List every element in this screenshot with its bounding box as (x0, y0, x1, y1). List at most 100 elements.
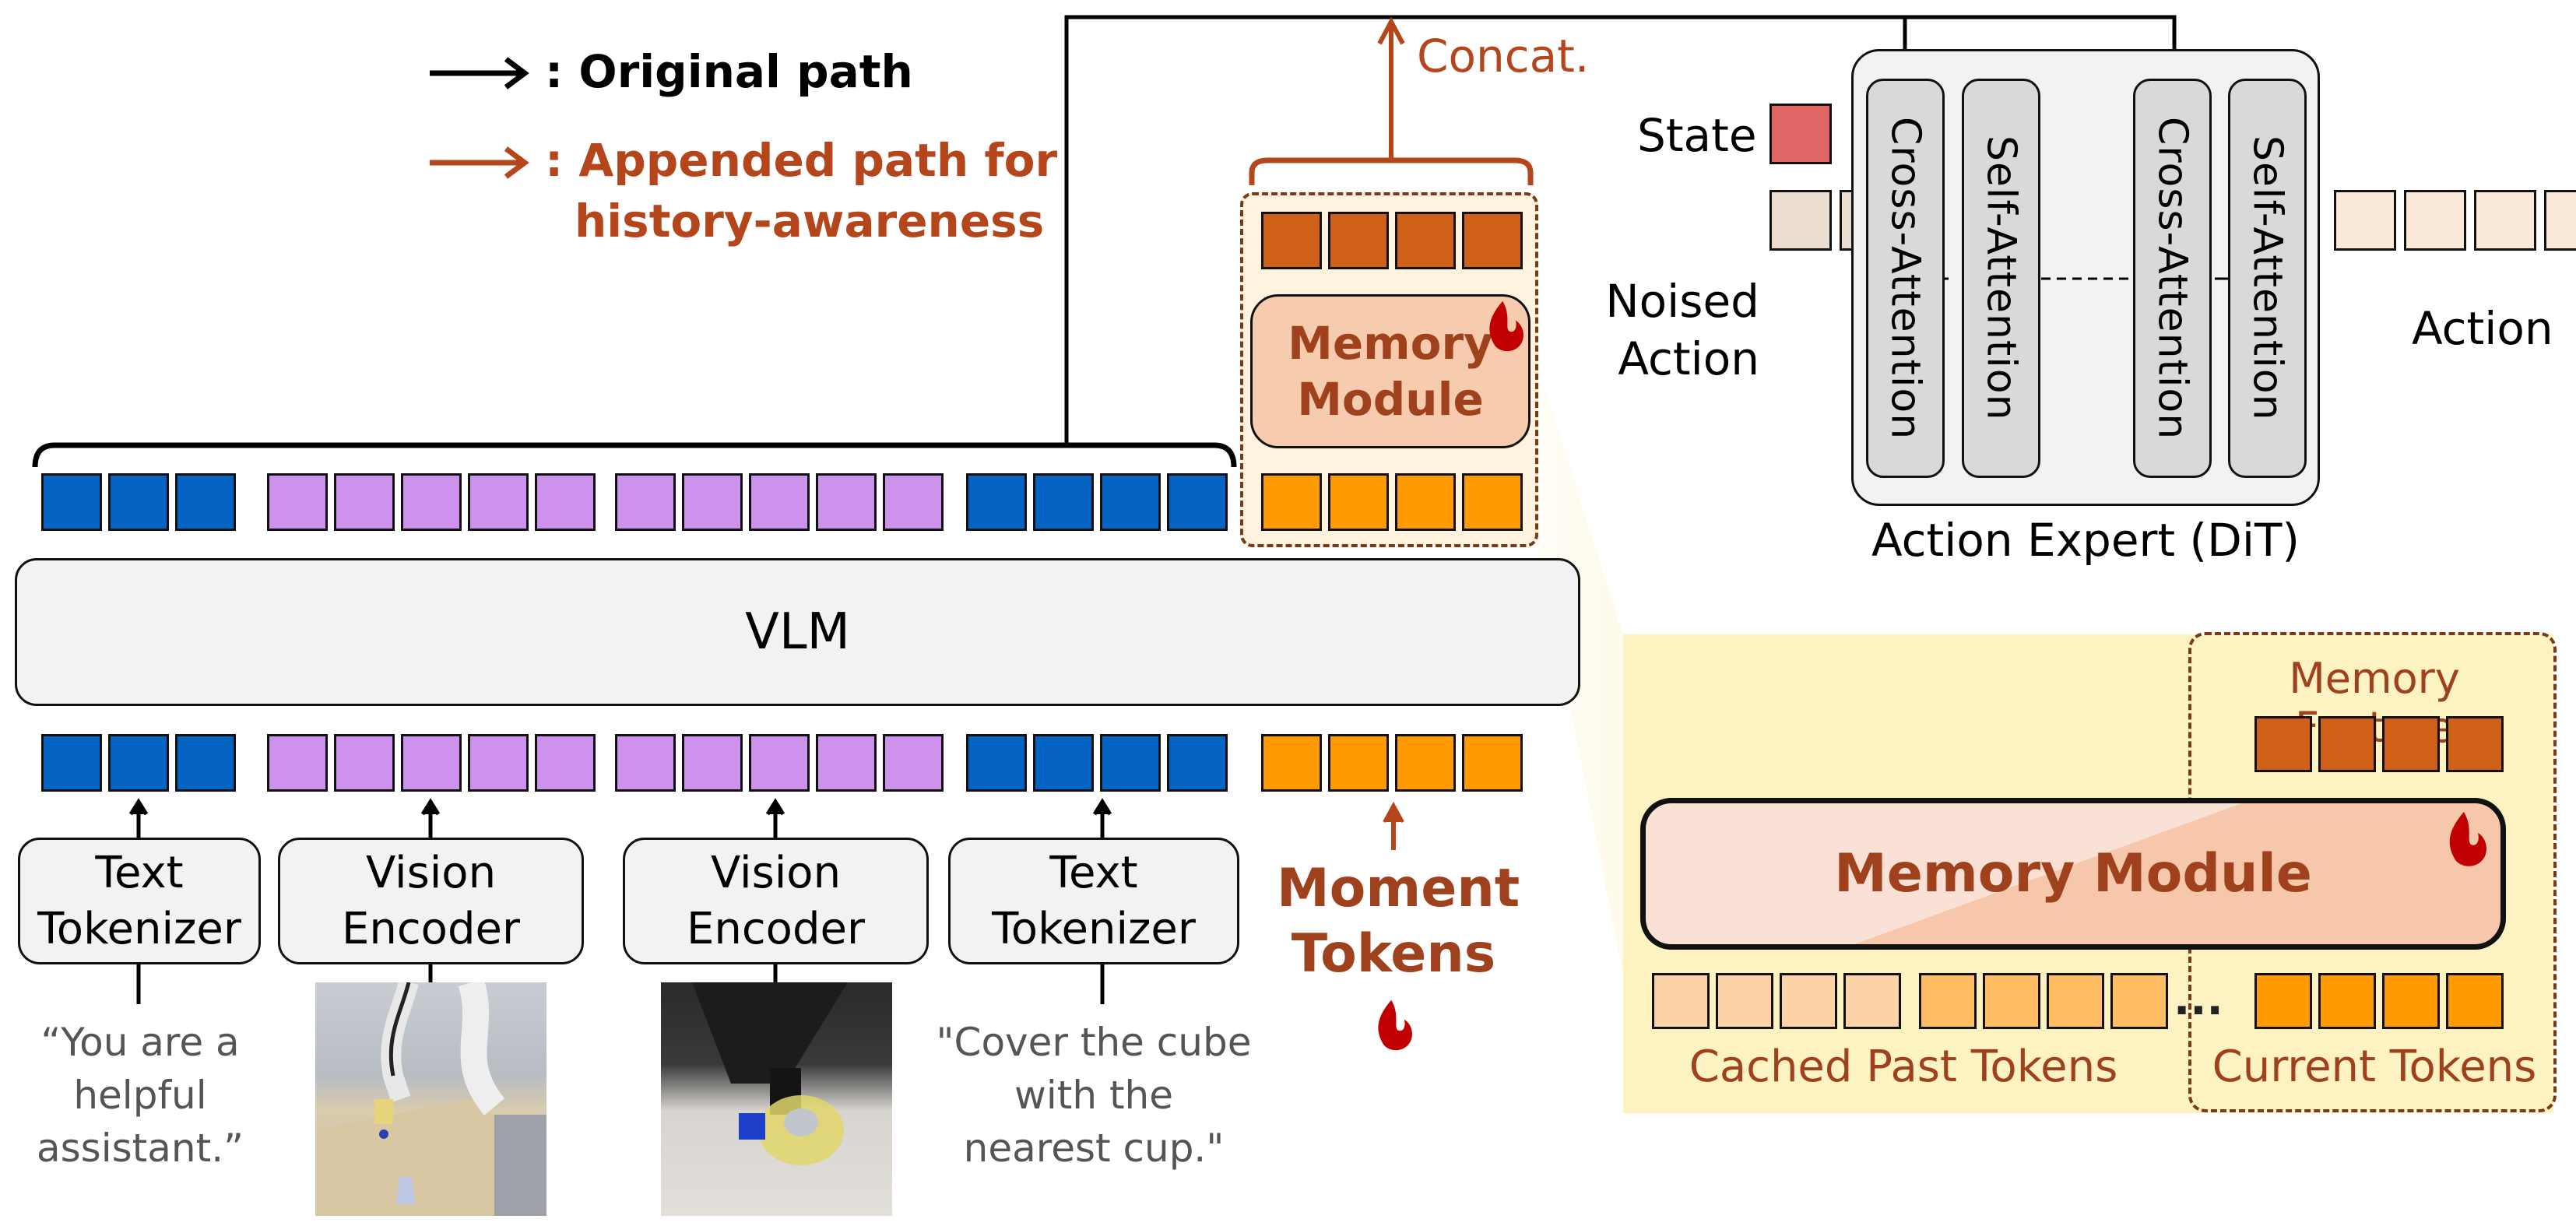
noised-label-line: Noised (1605, 275, 1759, 328)
robot-arm-illustration (315, 982, 546, 1216)
robot-arm-third-person-image (315, 982, 546, 1216)
action-token (2544, 190, 2576, 251)
vision-token (401, 734, 462, 792)
action-token (2474, 190, 2536, 251)
moment-token (1462, 734, 1523, 792)
vlm-output-bracket (32, 442, 1237, 468)
action-token (2334, 190, 2396, 251)
vision-token (883, 473, 944, 531)
memory-module-detail-label: Memory Module (1834, 843, 2312, 905)
instruction-line: nearest cup." (963, 1126, 1225, 1171)
vlm-to-dit-line (1064, 15, 2177, 445)
legend-arrow-original (430, 57, 529, 90)
text-token (175, 734, 236, 792)
cached-token-old (1843, 973, 1901, 1029)
cross-attention-block-2[interactable]: Cross-Attention (2133, 79, 2212, 478)
vision-token (535, 473, 596, 531)
moment-token (1395, 734, 1456, 792)
cached-token-old (1652, 973, 1710, 1029)
fire-icon (2449, 812, 2486, 866)
concat-label: Concat. (1417, 30, 1590, 83)
memory-module-small-label-1: Memory (1288, 317, 1493, 370)
cached-token-recent (1983, 973, 2040, 1029)
action-token (2404, 190, 2466, 251)
cached-past-tokens-label: Cached Past Tokens (1689, 1042, 2118, 1092)
memory-feature-token (1328, 212, 1389, 269)
memory-feature-token (1462, 212, 1523, 269)
current-token (2446, 973, 2504, 1029)
instruction-line: "Cover the cube (936, 1020, 1252, 1065)
memory-feature-token (1261, 212, 1322, 269)
prompt-line: assistant.” (36, 1126, 244, 1171)
block-label: Self-Attention (2244, 135, 2291, 421)
cached-token-old (1780, 973, 1837, 1029)
memory-feature-token (2254, 716, 2312, 772)
text-token (1033, 734, 1094, 792)
vision-token (468, 734, 529, 792)
text-token (1100, 734, 1161, 792)
state-label: State (1637, 109, 1757, 162)
memory-module-detail[interactable]: Memory Module (1640, 798, 2506, 950)
moment-tokens-line: Moment (1277, 858, 1520, 919)
block-label: Cross-Attention (2149, 116, 2196, 441)
vlm-block[interactable]: VLM (15, 558, 1580, 706)
moment-tokens-line: Tokens (1291, 923, 1496, 985)
cached-token-recent (2110, 973, 2168, 1029)
memory-feature-token (2446, 716, 2504, 772)
memory-feature-token (1395, 212, 1456, 269)
self-attention-block-2[interactable]: Self-Attention (2228, 79, 2307, 478)
memory-feature-token (2318, 716, 2376, 772)
self-attention-block-1[interactable]: Self-Attention (1962, 79, 2040, 478)
noised-action-label: Noised Action (1604, 272, 1759, 388)
noised-action-token (1769, 190, 1832, 251)
moment-token (1462, 473, 1523, 531)
memory-module-small-label-2: Module (1297, 373, 1484, 426)
instruction-line: with the (1014, 1073, 1174, 1118)
memory-module-small[interactable]: Memory Module (1250, 294, 1530, 448)
cross-attention-block-1[interactable]: Cross-Attention (1866, 79, 1945, 478)
vision-token (401, 473, 462, 531)
text-token (1167, 734, 1228, 792)
current-token (2254, 973, 2312, 1029)
action-expert-title: Action Expert (DiT) (1871, 514, 2300, 567)
text-token (175, 473, 236, 531)
action-label: Action (2412, 302, 2553, 355)
legend-arrows (430, 57, 529, 179)
encoder-label: Encoder (342, 903, 520, 954)
moment-token (1328, 734, 1389, 792)
encoder-label: Vision (365, 847, 497, 898)
text-token (966, 734, 1027, 792)
encoder-label: Tokenizer (37, 903, 241, 954)
block-label: Cross-Attention (1882, 116, 1929, 441)
vision-token (615, 473, 676, 531)
text-token (1100, 473, 1161, 531)
moment-token (1261, 473, 1322, 531)
vlm-label: VLM (745, 603, 850, 661)
system-prompt-text: “You are a helpful assistant.” (8, 1016, 272, 1175)
fire-icon (1378, 999, 1412, 1051)
text-token (108, 473, 169, 531)
legend-original-label: : Original path (545, 45, 913, 98)
instruction-text: "Cover the cube with the nearest cup." (911, 1016, 1277, 1175)
legend-appended-label: : Appended path for (545, 134, 1058, 187)
vision-token (468, 473, 529, 531)
encoder-label: Text (95, 847, 184, 898)
vision-token (334, 473, 395, 531)
moment-token (1261, 734, 1322, 792)
vision-token (334, 734, 395, 792)
gripper-illustration (692, 982, 848, 1165)
vision-token (816, 734, 877, 792)
moment-token (1328, 473, 1389, 531)
vision-token (267, 734, 328, 792)
prompt-line: “You are a (40, 1020, 240, 1065)
text-token (108, 734, 169, 792)
text-token (966, 473, 1027, 531)
vision-token (816, 473, 877, 531)
fire-icon (1489, 300, 1523, 352)
concat-bracket (1249, 157, 1534, 185)
state-token (1769, 104, 1832, 164)
